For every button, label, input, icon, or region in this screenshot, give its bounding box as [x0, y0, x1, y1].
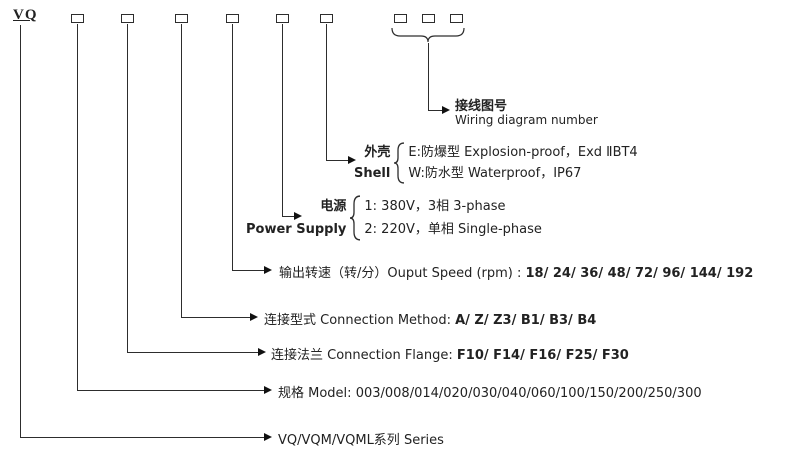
- shell-brace: [394, 142, 405, 184]
- shell-option-waterproof: W:防水型 Waterproof，IP67: [408, 166, 582, 181]
- connector-vline-shell: [326, 24, 327, 160]
- shell-group: 外壳 Shell E:防爆型 Explosion-proof，Exd ⅡBT4 …: [354, 142, 638, 184]
- output-speed-values: 18/ 24/ 36/ 48/ 72/ 96/ 144/ 192: [525, 266, 754, 281]
- arrowhead-power: [294, 212, 302, 220]
- code-box-shell: [320, 14, 333, 23]
- shell-label-en: Shell: [354, 166, 391, 181]
- wiring-label-en: Wiring diagram number: [455, 113, 598, 127]
- connection-flange-row: 连接法兰 Connection Flange: F10/ F14/ F16/ F…: [271, 344, 629, 363]
- wiring-label-cn: 接线图号: [455, 99, 508, 114]
- arrowhead-shell: [348, 156, 356, 164]
- wiring-group-underbrace: [391, 27, 465, 43]
- connector-hline-model: [77, 390, 264, 391]
- connector-vline-method: [181, 24, 182, 317]
- arrowhead-flange: [258, 348, 266, 356]
- connection-method-label: 连接型式 Connection Method:: [264, 313, 456, 328]
- arrowhead-method: [250, 313, 258, 321]
- model-label: 规格 Model:: [278, 386, 356, 401]
- connector-hline-method: [181, 317, 250, 318]
- power-option-single-phase: 2: 220V，单相 Single-phase: [364, 222, 542, 237]
- output-speed-row: 输出转速（转/分）Ouput Speed (rpm) : 18/ 24/ 36/…: [279, 262, 753, 281]
- connector-hline-speed: [232, 270, 264, 271]
- arrowhead-model: [264, 386, 272, 394]
- arrowhead-speed: [264, 266, 272, 274]
- series-label: VQ/VQM/VQML系列 Series: [278, 433, 444, 448]
- shell-label-cn: 外壳: [364, 145, 391, 160]
- connection-flange-values: F10/ F14/ F16/ F25/ F30: [456, 348, 629, 363]
- connector-vline-series: [20, 25, 21, 437]
- code-box-power: [276, 14, 289, 23]
- series-row: VQ/VQM/VQML系列 Series: [278, 429, 444, 448]
- connector-vline-flange: [127, 24, 128, 352]
- connector-hline-wiring: [428, 110, 442, 111]
- code-box-method: [175, 14, 188, 23]
- code-prefix: VQ: [13, 7, 38, 23]
- connector-hline-flange: [127, 352, 258, 353]
- connection-method-row: 连接型式 Connection Method: A/ Z/ Z3/ B1/ B3…: [264, 309, 596, 328]
- code-box-wiring-2: [422, 14, 435, 23]
- connector-hline-power: [282, 216, 294, 217]
- power-option-three-phase: 1: 380V，3相 3-phase: [364, 199, 506, 214]
- code-box-wiring-3: [450, 14, 463, 23]
- power-label-en: Power Supply: [246, 222, 347, 237]
- connection-flange-label: 连接法兰 Connection Flange:: [271, 348, 457, 363]
- arrowhead-series: [264, 433, 272, 441]
- code-box-wiring-1: [394, 14, 407, 23]
- shell-option-explosion-proof: E:防爆型 Explosion-proof，Exd ⅡBT4: [408, 145, 638, 160]
- connector-hline-shell: [326, 160, 348, 161]
- connector-vline-speed: [232, 24, 233, 270]
- code-box-flange: [121, 14, 134, 23]
- code-box-model: [71, 14, 84, 23]
- output-speed-label: 输出转速（转/分）Ouput Speed (rpm) :: [279, 266, 526, 281]
- connector-vline-model: [77, 24, 78, 390]
- arrowhead-wiring: [442, 106, 450, 114]
- connector-vline-wiring: [428, 43, 429, 110]
- power-supply-group: 电源 Power Supply 1: 380V，3相 3-phase 2: 22…: [246, 195, 542, 241]
- connection-method-values: A/ Z/ Z3/ B1/ B3/ B4: [455, 313, 597, 328]
- model-values: 003/008/014/020/030/040/060/100/150/200/…: [355, 386, 702, 401]
- connector-hline-series: [20, 437, 264, 438]
- power-label-cn: 电源: [320, 199, 347, 214]
- connector-vline-power: [282, 24, 283, 216]
- model-row: 规格 Model: 003/008/014/020/030/040/060/10…: [278, 382, 702, 401]
- power-supply-brace: [350, 195, 361, 241]
- code-box-speed: [226, 14, 239, 23]
